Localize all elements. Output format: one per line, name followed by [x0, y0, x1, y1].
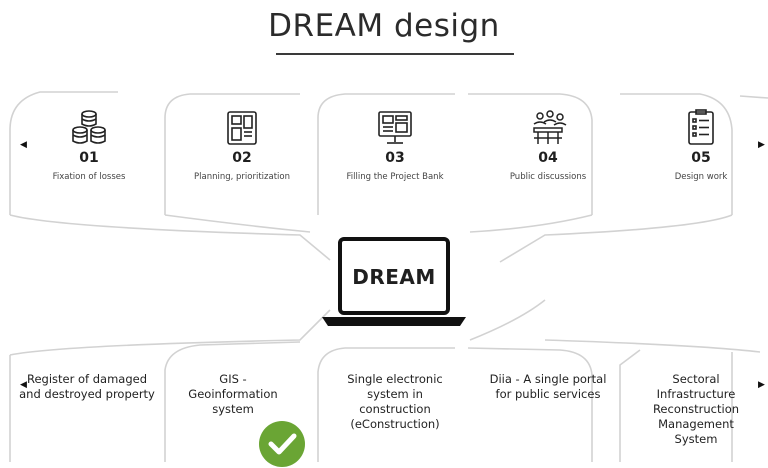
system-sectoral: Sectoral Infrastructure Reconstruction M…	[652, 372, 740, 446]
laptop-icon	[322, 237, 466, 326]
right-arrow-icon[interactable]: ▶	[758, 380, 765, 390]
step-number: 05	[691, 150, 711, 166]
people-icon	[533, 110, 567, 144]
step-number: 04	[538, 150, 558, 166]
step-public-discussions: 04 Public discussions	[487, 108, 609, 182]
step-planning: 02 Planning, prioritization	[181, 108, 303, 182]
system-diia: Diia - A single portal for public servic…	[489, 372, 607, 401]
database-icon	[72, 110, 106, 144]
monitor-icon	[378, 111, 412, 144]
page-title: DREAM design	[268, 8, 500, 44]
title-underline	[276, 53, 514, 55]
check-icon	[259, 421, 305, 467]
step-fixation-of-losses: 01 Fixation of losses	[28, 108, 150, 182]
step-label: Planning, prioritization	[194, 172, 290, 182]
left-arrow-icon[interactable]: ◀	[20, 380, 27, 390]
checklist-icon	[688, 109, 714, 145]
system-gis: GIS - Geoinformation system	[188, 372, 278, 416]
step-number: 02	[232, 150, 252, 166]
system-register: Register of damaged and destroyed proper…	[19, 372, 155, 401]
step-project-bank: 03 Filling the Project Bank	[334, 108, 456, 182]
step-design-work: 05 Design work	[640, 108, 762, 182]
step-label: Filling the Project Bank	[346, 172, 444, 182]
step-label: Design work	[674, 172, 728, 182]
step-label: Fixation of losses	[52, 172, 126, 182]
system-econstruction: Single electronic system in construction…	[347, 372, 443, 431]
step-label: Public discussions	[509, 172, 587, 182]
step-number: 01	[79, 150, 99, 166]
left-arrow-icon[interactable]: ◀	[20, 140, 27, 150]
step-number: 03	[385, 150, 405, 166]
center-label: DREAM	[352, 265, 436, 289]
right-arrow-icon[interactable]: ▶	[758, 140, 765, 150]
blueprint-icon	[227, 111, 257, 145]
